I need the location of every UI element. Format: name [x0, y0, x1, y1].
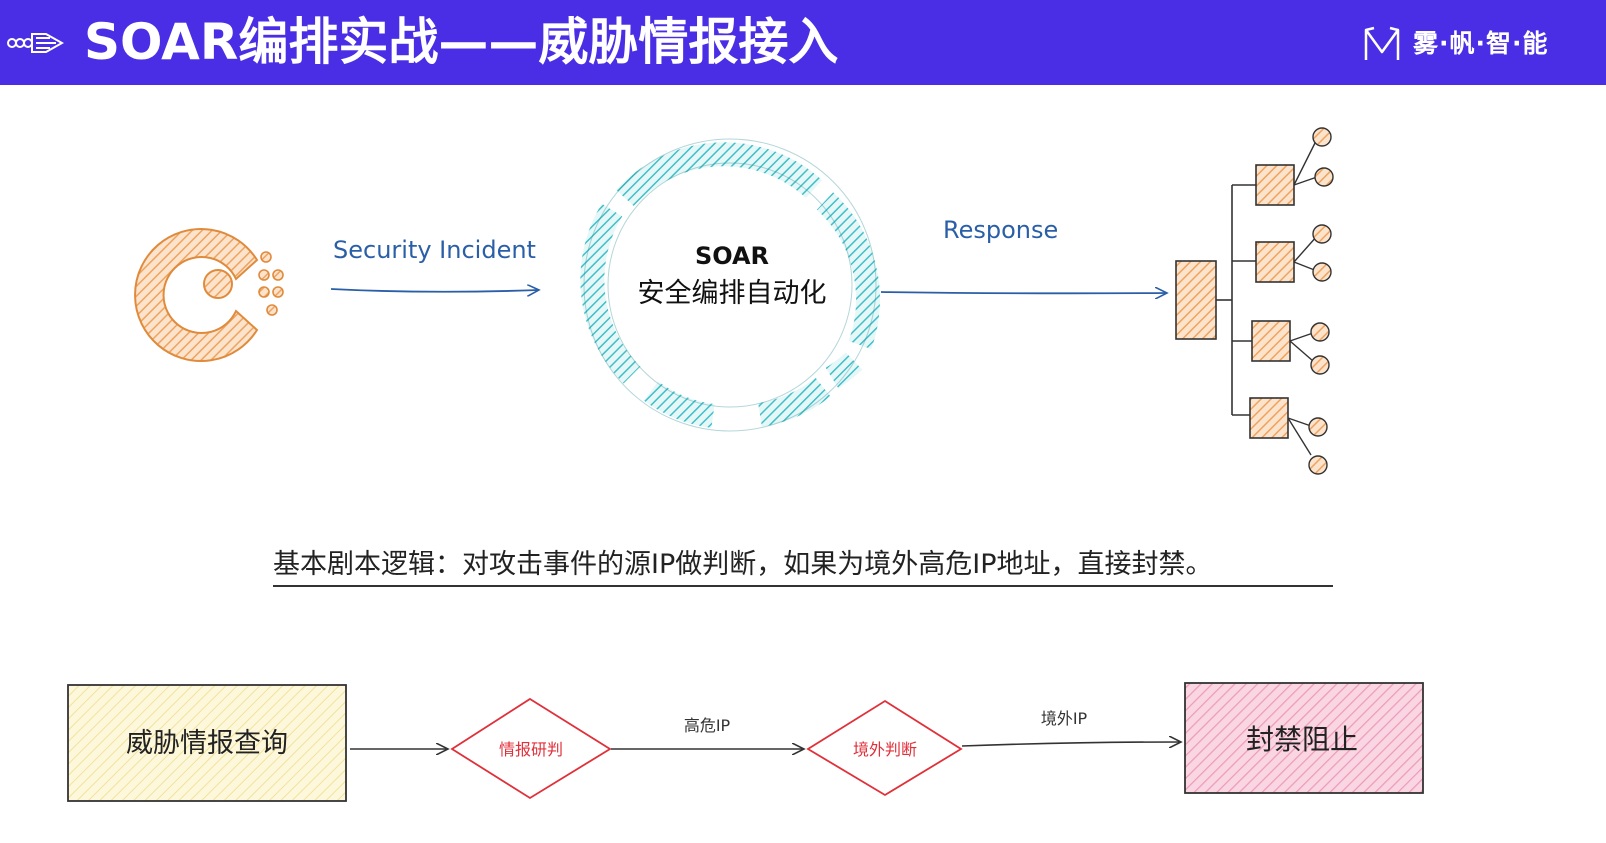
diagram-canvas: Security Incident SOAR 安全编排自动化 Response	[67, 127, 1424, 802]
soar-subtitle: 安全编排自动化	[638, 278, 827, 309]
decision-intel-research-label: 情报研判	[499, 740, 563, 759]
node-threat-intel-query	[67, 684, 347, 802]
tree-child-3	[1232, 320, 1330, 375]
security-source-icon	[134, 228, 284, 362]
tree-child-4	[1232, 397, 1328, 475]
decision-foreign-check	[806, 699, 963, 797]
edge-label-foreign-ip: 境外IP	[1041, 709, 1088, 728]
node-block	[1184, 682, 1424, 794]
node-threat-intel-query-label: 威胁情报查询	[126, 728, 288, 759]
edge-label-response: Response	[943, 216, 1058, 244]
node-block-label: 封禁阻止	[1246, 723, 1358, 756]
brand-logo-icon	[1364, 26, 1400, 60]
brand-name: 雾·帆·智·能	[1413, 29, 1549, 58]
arrow-foreign-to-block	[961, 742, 1181, 746]
tree-child-1	[1232, 127, 1334, 206]
rocket-logo-icon	[7, 33, 64, 53]
header-bar: SOAR编排实战——威胁情报接入 雾·帆·智·能	[0, 0, 1606, 85]
soar-label: SOAR	[695, 242, 769, 270]
tree-root-node	[1175, 260, 1217, 340]
edge-label-security-incident: Security Incident	[333, 236, 536, 264]
edge-label-high-risk: 高危IP	[684, 716, 731, 735]
tree-child-2	[1232, 224, 1332, 283]
decision-foreign-check-label: 境外判断	[853, 740, 917, 759]
response-tree	[1175, 127, 1334, 475]
soar-ring	[580, 138, 881, 432]
page-title: SOAR编排实战——威胁情报接入	[84, 13, 839, 71]
decision-intel-research	[450, 697, 612, 800]
playbook-summary: 基本剧本逻辑：对攻击事件的源IP做判断，如果为境外高危IP地址，直接封禁。	[273, 545, 1333, 587]
arrow-security-incident	[330, 289, 539, 292]
arrow-response	[880, 292, 1167, 293]
